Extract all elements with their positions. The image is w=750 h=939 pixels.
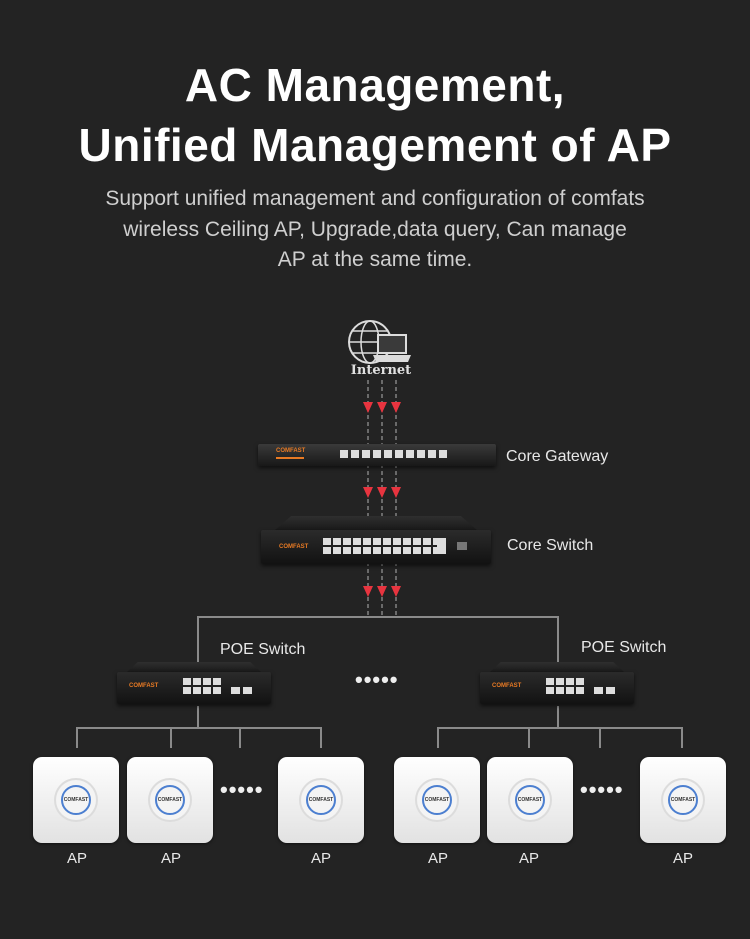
ap-brand: COMFAST [157,797,183,803]
core-switch-device: COMFAST [261,516,491,566]
ceiling-ap: COMFAST [127,757,213,843]
ceiling-ap: COMFAST [278,757,364,843]
ceiling-ap: COMFAST [33,757,119,843]
internet-label: Internet [350,363,412,378]
core-switch-label: Core Switch [507,537,594,554]
poe-switch-left-label: POE Switch [220,641,306,658]
ap-label: AP [427,850,448,867]
title-line-1: AC Management, [184,59,566,111]
subtitle-line-3: AP at the same time. [277,248,473,271]
ap-brand: COMFAST [670,797,696,803]
subtitle-line-1: Support unified management and configura… [105,187,645,210]
ap-label: AP [310,850,331,867]
ap-brand: COMFAST [63,797,89,803]
ap-label: AP [672,850,693,867]
ceiling-ap: COMFAST [487,757,573,843]
poe-right-ports [546,678,584,694]
ap-brand: COMFAST [424,797,450,803]
more-switches-ellipsis: ••••• [355,667,399,692]
core-gateway-label: Core Gateway [506,448,609,465]
ap-brand: COMFAST [517,797,543,803]
core-switch-brand: COMFAST [279,544,309,550]
core-gateway-device: COMFAST [258,444,496,466]
subtitle-line-2: wireless Ceiling AP, Upgrade,data query,… [123,218,627,241]
poe-left-ports [183,678,221,694]
ap-brand: COMFAST [308,797,334,803]
poe-left-brand: COMFAST [129,683,159,689]
core-switch-ports [323,538,381,554]
ap-label: AP [160,850,181,867]
ceiling-ap: COMFAST [640,757,726,843]
more-aps-ellipsis-right: ••••• [580,777,624,802]
ap-label: AP [518,850,539,867]
title-line-2: Unified Management of AP [78,119,672,171]
ap-label: AP [66,850,87,867]
poe-switch-right: COMFAST [480,662,634,706]
more-aps-ellipsis-left: ••••• [220,777,264,802]
gateway-brand: COMFAST [276,448,306,454]
poe-switch-left: COMFAST [117,662,271,706]
gateway-ports [340,450,447,458]
internet-node: Internet [346,318,416,380]
ceiling-ap: COMFAST [394,757,480,843]
globe-laptop-icon [348,320,411,364]
poe-right-brand: COMFAST [492,683,522,689]
downlink-arrows [363,402,401,597]
poe-switch-right-label: POE Switch [581,639,667,656]
